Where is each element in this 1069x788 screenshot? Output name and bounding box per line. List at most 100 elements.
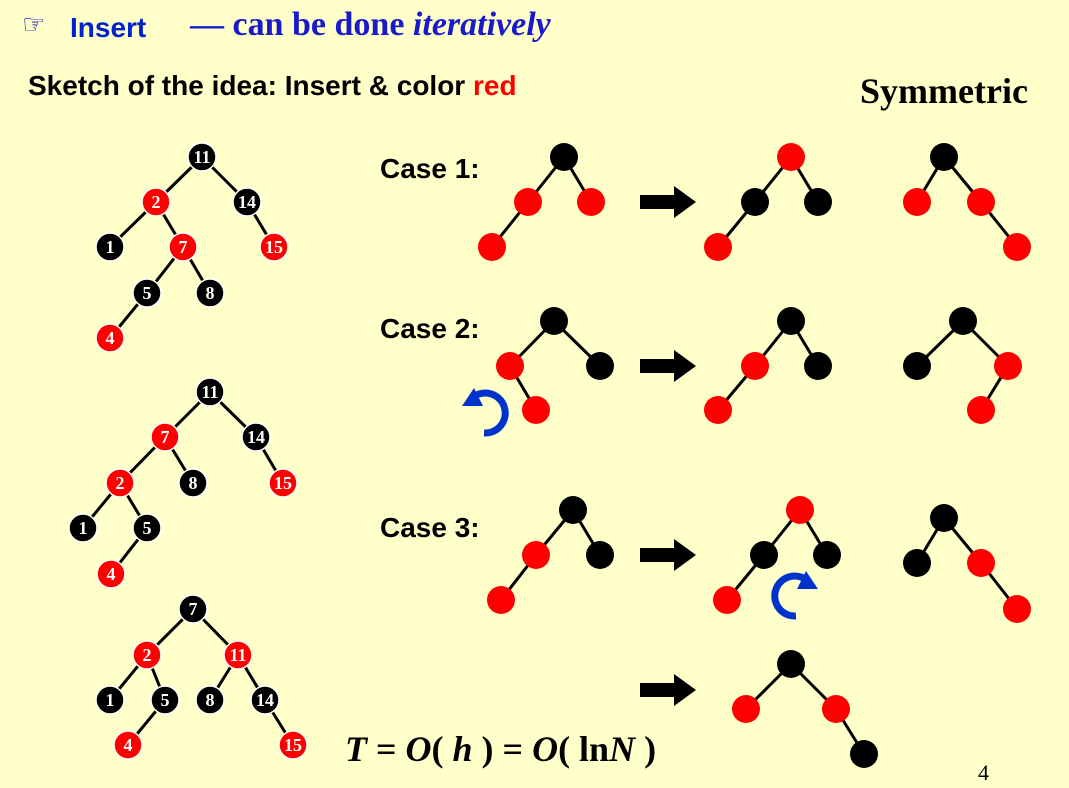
case-tree-5-node-black (777, 307, 805, 335)
example-tree-3-node-black (250, 685, 280, 715)
subtitle-prefix: Sketch of the idea: Insert & color (28, 70, 466, 101)
formula-t: T (345, 729, 367, 769)
rotate-counterclockwise-icon (462, 388, 509, 437)
page-number: 4 (978, 760, 989, 785)
case-tree-7-node-black (586, 541, 614, 569)
example-tree-3-node-red (113, 730, 143, 760)
example-tree-1-node-black (232, 187, 262, 217)
formula-p3: ( ln (558, 729, 610, 769)
formula-h: h (452, 729, 473, 769)
case-tree-6-node-black (949, 307, 977, 335)
case-1-label: Case 1: (380, 153, 480, 184)
example-tree-2-node-label: 2 (116, 473, 125, 493)
case-tree-2-node-red (704, 233, 732, 261)
case-tree-5-node-red (704, 396, 732, 424)
title-insert: Insert (70, 12, 147, 43)
formula-p2: ) = (472, 729, 533, 769)
right-arrow-icon (640, 674, 696, 706)
example-tree-3-node-label: 15 (284, 735, 302, 755)
right-arrow-icon (640, 539, 696, 571)
example-tree-3-node-red (132, 640, 162, 670)
example-tree-2-node-label: 14 (247, 427, 265, 447)
example-tree-1-node-label: 15 (265, 237, 283, 257)
example-tree-2-node-label: 11 (201, 382, 218, 402)
case-tree-7-node-red (487, 586, 515, 614)
title-text: — can be done iteratively (190, 6, 551, 44)
case-tree-9-node-red (967, 549, 995, 577)
example-tree-2-node-red (268, 468, 298, 498)
case-tree-9-node-black (903, 549, 931, 577)
case-tree-4-node-red (496, 352, 524, 380)
example-tree-3-node-label: 2 (143, 645, 152, 665)
example-tree-1-node-label: 2 (152, 192, 161, 212)
case-tree-3-node-red (903, 188, 931, 216)
example-tree-3-node-black (178, 594, 208, 624)
case-3-label: Case 3: (380, 512, 480, 543)
case-tree-4-node-black (586, 352, 614, 380)
case-tree-4-node-red (522, 396, 550, 424)
example-tree-2-node-label: 1 (79, 518, 88, 538)
example-tree-1-node-black (187, 142, 217, 172)
example-tree-3-node-label: 5 (161, 690, 170, 710)
case-tree-8-node-red (713, 586, 741, 614)
example-tree-1-node-black (95, 232, 125, 262)
example-tree-3-node-label: 8 (206, 690, 215, 710)
case-tree-2-node-black (804, 188, 832, 216)
formula-p1: ( (431, 729, 453, 769)
case-tree-6-node-black (903, 352, 931, 380)
case-tree-10-node-black (850, 740, 878, 768)
case-tree-10-node-red (732, 695, 760, 723)
example-tree-2-node-label: 15 (274, 473, 292, 493)
example-tree-1-node-black (132, 278, 162, 308)
title-italic: iteratively (412, 6, 551, 43)
case-tree-8-node-black (813, 541, 841, 569)
formula-eq: = (367, 729, 406, 769)
example-tree-1-node-red (141, 187, 171, 217)
example-tree-1-node-label: 1 (106, 237, 115, 257)
case-tree-6-node-red (967, 396, 995, 424)
example-tree-3-node-black (195, 685, 225, 715)
example-tree-1-node-label: 5 (143, 283, 152, 303)
case-tree-4-node-black (540, 307, 568, 335)
example-tree-1-node-red (259, 232, 289, 262)
example-tree-2-node-red (96, 559, 126, 589)
example-tree-2-node-label: 4 (107, 564, 116, 584)
example-tree-1-node-red (168, 232, 198, 262)
case-tree-3-node-black (930, 143, 958, 171)
case-tree-3-node-red (1003, 233, 1031, 261)
example-tree-3-node-label: 4 (124, 735, 133, 755)
formula-o1: O (405, 729, 432, 769)
subtitle-red-word: red (472, 70, 517, 101)
case-tree-7-node-black (559, 496, 587, 524)
case-tree-5-node-red (741, 352, 769, 380)
case-tree-2-node-black (741, 188, 769, 216)
example-tree-2-node-black (68, 513, 98, 543)
case-tree-5-node-black (804, 352, 832, 380)
case-tree-8-node-black (750, 541, 778, 569)
case-tree-7-node-red (522, 541, 550, 569)
rotate-counterclockwise-icon-arc (468, 389, 509, 437)
case-tree-10-node-black (777, 650, 805, 678)
case-tree-3-node-red (967, 188, 995, 216)
example-tree-3-node-red (223, 640, 253, 670)
pointing-hand-icon: ☞ (22, 10, 46, 40)
example-tree-3-node-black (150, 685, 180, 715)
rotate-counterclockwise-icon-head (462, 388, 483, 406)
example-tree-2-node-label: 8 (189, 473, 198, 493)
case-tree-10-node-red (822, 695, 850, 723)
complexity-formula: T = O( h ) = O( lnN ) (345, 728, 656, 770)
case-tree-1-node-red (577, 188, 605, 216)
right-arrow-icon (640, 186, 696, 218)
example-tree-1-node-label: 7 (179, 237, 188, 257)
case-tree-9-node-red (1003, 595, 1031, 623)
subtitle: Sketch of the idea: Insert & color red (28, 70, 517, 102)
example-tree-1-node-label: 11 (193, 147, 210, 167)
rotate-clockwise-icon (771, 571, 818, 620)
example-tree-2-node-black (132, 513, 162, 543)
case-tree-1-node-red (514, 188, 542, 216)
formula-p4: ) (635, 729, 657, 769)
case-2-label: Case 2: (380, 313, 480, 344)
example-tree-3-node-label: 1 (106, 690, 115, 710)
example-tree-1-node-red (95, 323, 125, 353)
example-tree-1-node-label: 4 (106, 328, 115, 348)
